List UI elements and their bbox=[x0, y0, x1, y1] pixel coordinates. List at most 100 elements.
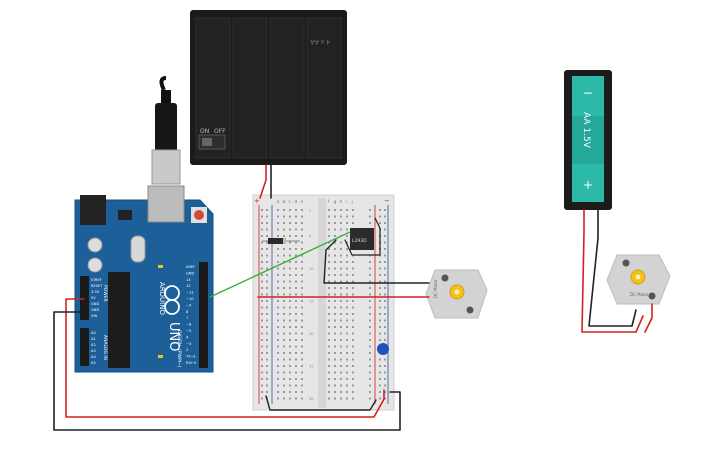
breadboard-hole[interactable] bbox=[301, 215, 303, 218]
breadboard-hole[interactable] bbox=[261, 332, 263, 335]
breadboard-hole[interactable] bbox=[352, 293, 354, 296]
breadboard-hole[interactable] bbox=[334, 358, 336, 361]
breadboard-hole[interactable] bbox=[289, 215, 291, 218]
breadboard-hole[interactable] bbox=[295, 319, 297, 322]
breadboard-hole[interactable] bbox=[346, 261, 348, 263]
breadboard-hole[interactable] bbox=[379, 371, 381, 374]
arduino-uno[interactable]: ARDUINO UNO AREFGND1312~11~10~987~6~54~3… bbox=[74, 76, 214, 373]
breadboard-hole[interactable] bbox=[340, 209, 342, 211]
breadboard-hole[interactable] bbox=[266, 274, 268, 276]
breadboard-hole[interactable] bbox=[340, 293, 342, 296]
breadboard-hole[interactable] bbox=[283, 215, 285, 218]
breadboard-hole[interactable] bbox=[283, 365, 285, 367]
breadboard-hole[interactable] bbox=[289, 261, 291, 263]
breadboard-hole[interactable] bbox=[352, 358, 354, 361]
breadboard-hole[interactable] bbox=[295, 332, 297, 335]
breadboard-hole[interactable] bbox=[301, 378, 303, 380]
breadboard-hole[interactable] bbox=[301, 345, 303, 348]
breadboard-hole[interactable] bbox=[295, 261, 297, 263]
breadboard-hole[interactable] bbox=[352, 306, 354, 309]
breadboard-hole[interactable] bbox=[266, 378, 268, 380]
breadboard-hole[interactable] bbox=[328, 371, 330, 374]
breadboard-hole[interactable] bbox=[266, 280, 268, 283]
breadboard-hole[interactable] bbox=[328, 215, 330, 218]
breadboard-hole[interactable] bbox=[346, 352, 348, 354]
breadboard-hole[interactable] bbox=[283, 332, 285, 335]
breadboard-hole[interactable] bbox=[301, 358, 303, 361]
breadboard-hole[interactable] bbox=[346, 280, 348, 283]
breadboard-hole[interactable] bbox=[379, 306, 381, 309]
breadboard-hole[interactable] bbox=[277, 267, 279, 270]
breadboard-hole[interactable] bbox=[334, 371, 336, 374]
breadboard-hole[interactable] bbox=[295, 378, 297, 380]
breadboard-hole[interactable] bbox=[384, 332, 386, 335]
breadboard-hole[interactable] bbox=[261, 254, 263, 257]
breadboard-hole[interactable] bbox=[352, 384, 354, 387]
breadboard-hole[interactable] bbox=[277, 235, 279, 237]
breadboard-hole[interactable] bbox=[369, 391, 371, 393]
breadboard-hole[interactable] bbox=[328, 345, 330, 348]
breadboard-hole[interactable] bbox=[384, 391, 386, 393]
breadboard-hole[interactable] bbox=[369, 274, 371, 276]
breadboard-hole[interactable] bbox=[289, 267, 291, 270]
breadboard-hole[interactable] bbox=[340, 215, 342, 218]
breadboard-hole[interactable] bbox=[379, 209, 381, 211]
breadboard-hole[interactable] bbox=[340, 222, 342, 224]
breadboard-hole[interactable] bbox=[289, 241, 291, 244]
breadboard-hole[interactable] bbox=[283, 235, 285, 237]
wire-bottom-black[interactable] bbox=[265, 395, 377, 411]
breadboard-hole[interactable] bbox=[369, 293, 371, 296]
wire-signal-green[interactable] bbox=[209, 231, 351, 298]
breadboard-hole[interactable] bbox=[301, 241, 303, 244]
breadboard-hole[interactable] bbox=[266, 209, 268, 211]
breadboard-hole[interactable] bbox=[328, 261, 330, 263]
breadboard-hole[interactable] bbox=[384, 319, 386, 322]
ceramic-capacitor[interactable] bbox=[377, 343, 389, 355]
breadboard-hole[interactable] bbox=[277, 397, 279, 400]
breadboard-hole[interactable] bbox=[266, 384, 268, 387]
breadboard-hole[interactable] bbox=[266, 358, 268, 361]
breadboard-hole[interactable] bbox=[328, 287, 330, 289]
breadboard-hole[interactable] bbox=[340, 280, 342, 283]
breadboard-hole[interactable] bbox=[328, 391, 330, 393]
breadboard-hole[interactable] bbox=[295, 339, 297, 341]
breadboard-hole[interactable] bbox=[369, 378, 371, 380]
breadboard-hole[interactable] bbox=[352, 209, 354, 211]
breadboard-hole[interactable] bbox=[277, 248, 279, 250]
breadboard-hole[interactable] bbox=[261, 241, 263, 244]
breadboard-hole[interactable] bbox=[369, 313, 371, 315]
breadboard-hole[interactable] bbox=[283, 222, 285, 224]
breadboard-hole[interactable] bbox=[334, 235, 336, 237]
breadboard-hole[interactable] bbox=[261, 222, 263, 224]
breadboard-hole[interactable] bbox=[295, 235, 297, 237]
breadboard-hole[interactable] bbox=[277, 358, 279, 361]
breadboard-hole[interactable] bbox=[346, 274, 348, 276]
breadboard-hole[interactable] bbox=[369, 267, 371, 270]
breadboard-hole[interactable] bbox=[266, 228, 268, 231]
breadboard-hole[interactable] bbox=[340, 248, 342, 250]
breadboard-hole[interactable] bbox=[283, 378, 285, 380]
breadboard-hole[interactable] bbox=[277, 215, 279, 218]
breadboard-hole[interactable] bbox=[266, 287, 268, 289]
breadboard-hole[interactable] bbox=[384, 313, 386, 315]
breadboard-hole[interactable] bbox=[301, 209, 303, 211]
breadboard-hole[interactable] bbox=[289, 306, 291, 309]
breadboard-hole[interactable] bbox=[379, 261, 381, 263]
breadboard-hole[interactable] bbox=[283, 371, 285, 374]
breadboard-hole[interactable] bbox=[289, 300, 291, 302]
breadboard-hole[interactable] bbox=[283, 326, 285, 328]
breadboard-hole[interactable] bbox=[328, 248, 330, 250]
breadboard-hole[interactable] bbox=[369, 215, 371, 218]
breadboard-hole[interactable] bbox=[289, 280, 291, 283]
breadboard-hole[interactable] bbox=[277, 254, 279, 257]
breadboard-hole[interactable] bbox=[346, 222, 348, 224]
breadboard-hole[interactable] bbox=[283, 254, 285, 257]
breadboard-hole[interactable] bbox=[384, 300, 386, 302]
breadboard-hole[interactable] bbox=[261, 378, 263, 380]
breadboard-hole[interactable] bbox=[346, 358, 348, 361]
breadboard-hole[interactable] bbox=[277, 384, 279, 387]
breadboard-hole[interactable] bbox=[261, 261, 263, 263]
breadboard-hole[interactable] bbox=[277, 391, 279, 393]
breadboard-hole[interactable] bbox=[328, 280, 330, 283]
breadboard-hole[interactable] bbox=[369, 371, 371, 374]
